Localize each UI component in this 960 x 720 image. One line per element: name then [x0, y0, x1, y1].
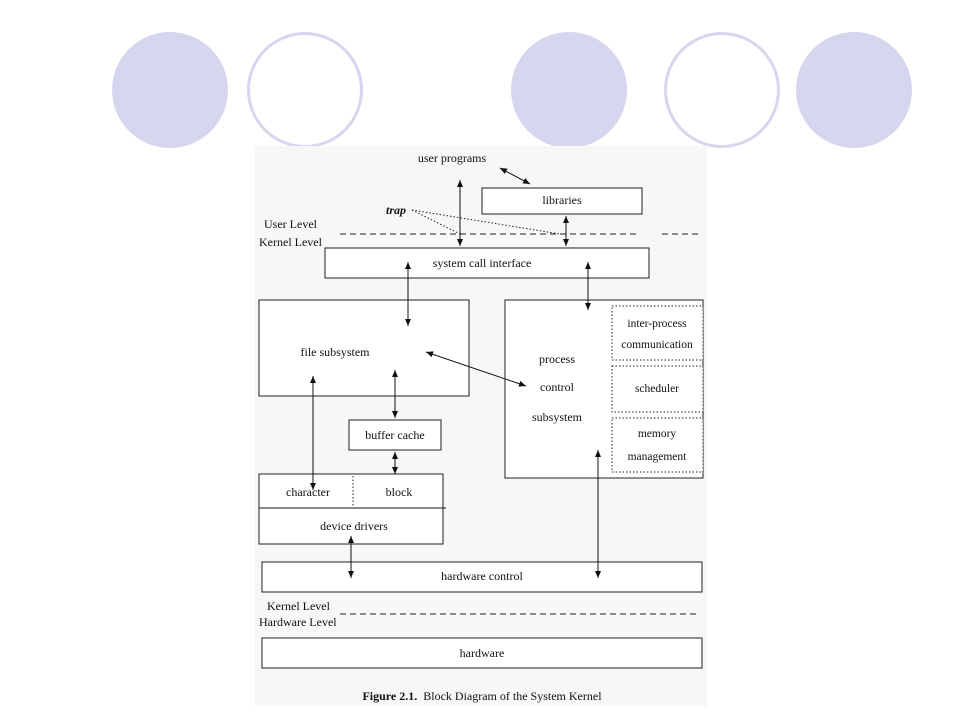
hardware-control-label: hardware control [441, 569, 523, 583]
decor-circle-2 [247, 32, 363, 148]
block-label: block [386, 485, 413, 499]
character-label: character [286, 485, 330, 499]
decor-circle-5 [796, 32, 912, 148]
file-subsystem-label: file subsystem [301, 345, 371, 359]
decor-circle-3 [511, 32, 627, 148]
system-call-interface-box [324, 247, 650, 279]
decor-circle-1 [112, 32, 228, 148]
figure-caption: Figure 2.1. Block Diagram of the System K… [362, 689, 602, 703]
process-label: process [539, 352, 575, 366]
subsystem-label: subsystem [532, 410, 583, 424]
scheduler-label: scheduler [635, 383, 679, 395]
system-call-interface-label: system call interface [433, 256, 532, 270]
hardware-control-box [261, 561, 703, 593]
figure-caption-label: Figure 2.1. [362, 689, 417, 703]
ipc-label-line2: communication [621, 339, 693, 351]
buffer-cache-box [348, 419, 442, 451]
user-level-label: User Level [264, 217, 318, 231]
memory-label: memory [638, 428, 677, 440]
hardware-box [261, 637, 703, 669]
memory-management-box [611, 417, 704, 473]
decor-circle-4 [664, 32, 780, 148]
libraries-box [481, 187, 643, 215]
kernel-level-bottom-label: Kernel Level [267, 599, 331, 613]
device-drivers-box [258, 473, 444, 545]
trap-dotted-line-1 [411, 209, 461, 235]
figure-caption-text: Block Diagram of the System Kernel [423, 689, 602, 703]
trap-dotted-line-2 [411, 209, 561, 235]
kernel-level-top-label: Kernel Level [259, 235, 323, 249]
user-programs-label: user programs [418, 151, 487, 165]
management-label: management [628, 451, 688, 463]
arrow-file-process [425, 351, 527, 387]
control-label: control [540, 380, 575, 394]
device-drivers-label: device drivers [320, 519, 388, 533]
scheduler-box [611, 365, 704, 413]
hardware-label: hardware [460, 646, 505, 660]
ipc-box [611, 305, 704, 361]
buffer-cache-label: buffer cache [365, 428, 424, 442]
hardware-level-label: Hardware Level [259, 615, 337, 629]
libraries-label: libraries [542, 193, 582, 207]
ipc-label-line1: inter-process [627, 318, 687, 330]
arrow-programs-libraries [499, 167, 531, 185]
trap-label: trap [386, 203, 406, 217]
